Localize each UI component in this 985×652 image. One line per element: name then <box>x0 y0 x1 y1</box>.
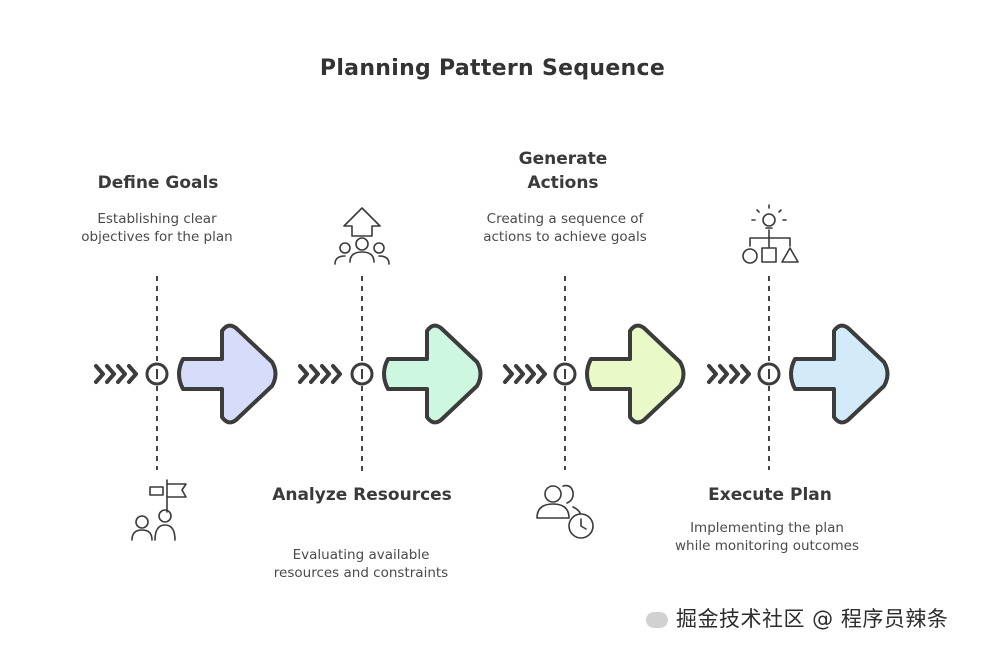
users-clock-icon <box>536 484 594 539</box>
stage-1-chevrons <box>94 364 138 384</box>
watermark: 掘金技术社区 @ 程序员辣条 <box>646 603 948 633</box>
wechat-icon <box>646 612 668 628</box>
stage-4-description: Implementing the plan while monitoring o… <box>675 520 859 554</box>
team-growth-icon <box>334 207 390 265</box>
diagram-title: Planning Pattern Sequence <box>319 56 666 81</box>
stage-2-title: Analyze Resources <box>272 485 452 505</box>
stage-1-arrow <box>177 323 278 425</box>
stage-2-description: Evaluating available resources and const… <box>273 547 449 581</box>
stage-3-arrow <box>585 323 686 425</box>
stage-4-title: Execute Plan <box>708 485 832 505</box>
stage-4-arrow <box>789 323 890 425</box>
stage-2-chevrons <box>298 364 342 384</box>
watermark-text: 掘金技术社区 @ 程序员辣条 <box>676 607 949 631</box>
stage-4-chevrons <box>707 364 751 384</box>
team-flag-icon <box>131 479 187 541</box>
stage-3-title: Generate Actions <box>518 149 608 193</box>
stage-3-description: Creating a sequence of actions to achiev… <box>483 211 647 245</box>
stage-3-chevrons <box>503 364 547 384</box>
stage-2-arrow <box>382 323 483 425</box>
stage-1-title: Define Goals <box>97 173 219 193</box>
idea-flowchart-icon <box>742 204 799 264</box>
stage-1-description: Establishing clear objectives for the pl… <box>81 211 233 245</box>
